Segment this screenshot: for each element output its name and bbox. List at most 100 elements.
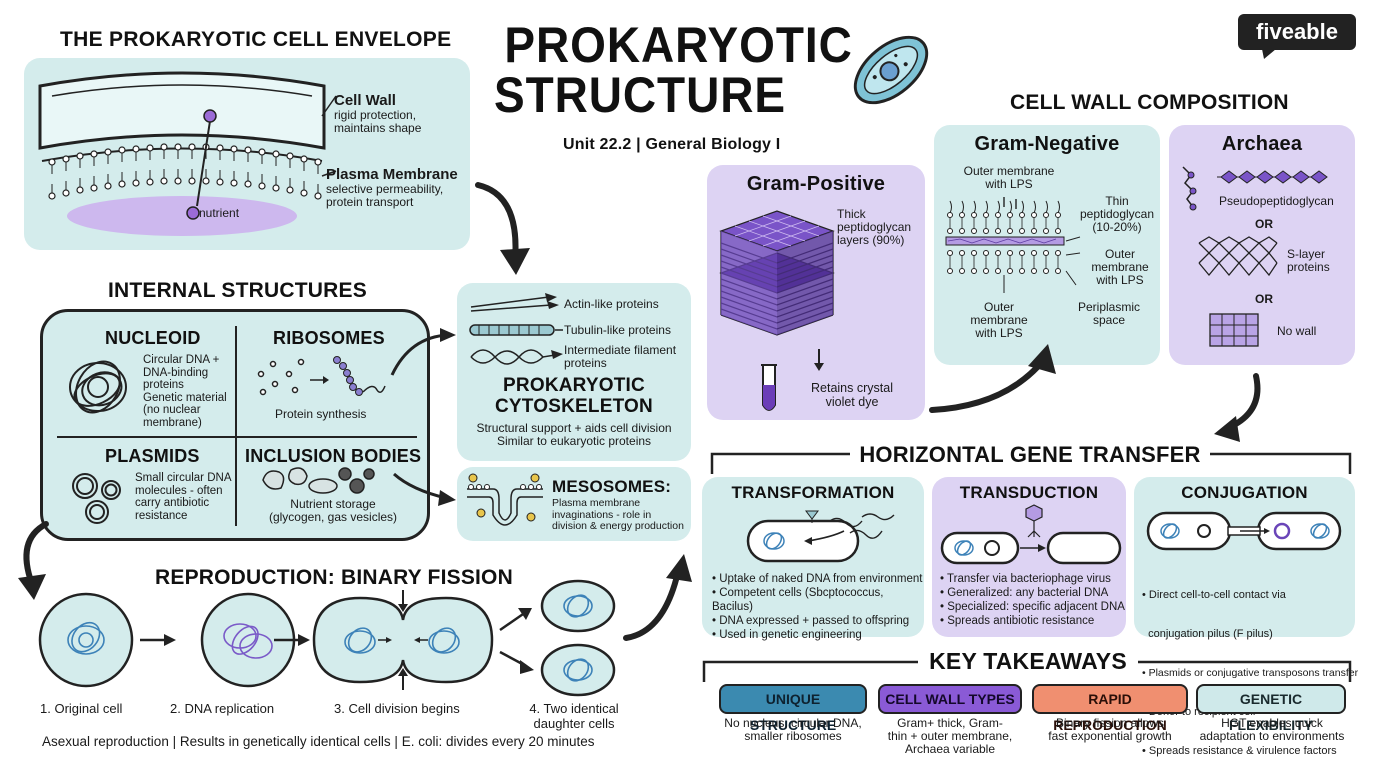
gram-negative-outer-bottom-line: with LPS — [975, 326, 1023, 340]
takeaway-desc-line: fast exponential growth — [1048, 729, 1172, 743]
nucleoid-line: DNA-binding — [143, 366, 209, 379]
gram-positive-retains-line: violet dye — [825, 395, 879, 409]
nucleoid-title: NUCLEOID — [105, 328, 201, 348]
transduction-bullet: • Spreads antibiotic resistance — [940, 615, 1095, 627]
mesosomes-panel: MESOSOMES: Plasma membrane invaginations… — [457, 467, 691, 541]
fission-step: 3. Cell division begins — [334, 701, 460, 716]
peptidoglycan-stack-icon — [719, 210, 835, 336]
nucleoid-line: Genetic material — [143, 391, 227, 404]
transduction-bullet: • Transfer via bacteriophage virus — [940, 573, 1111, 585]
plasmids-line: carry antibiotic — [135, 497, 210, 509]
conjugation-panel: CONJUGATION • Direct cell-to-cell contac… — [1134, 477, 1358, 757]
takeaway-pill-repro: RAPID REPRODUCTION — [1032, 684, 1188, 733]
mesosome-icon — [467, 473, 543, 526]
s-layer-icon — [1198, 236, 1278, 277]
reproduction-heading: REPRODUCTION: BINARY FISSION — [155, 566, 513, 589]
hgt-heading: HORIZONTAL GENE TRANSFER — [859, 442, 1201, 467]
membrane-label: Plasma Membrane selective permeability, … — [326, 166, 458, 209]
down-arrow-icon — [814, 349, 824, 371]
cytoskeleton-panel: Actin-like proteins Tubulin-like protein… — [457, 283, 691, 461]
takeaways-heading: KEY TAKEAWAYS — [929, 648, 1127, 674]
membrane-desc-1: selective permeability, — [326, 182, 444, 196]
arrow-icon — [393, 472, 456, 506]
takeaway-desc-unique: No nucleus, circular DNA, smaller riboso… — [710, 717, 876, 743]
archaea-title: Archaea — [1221, 133, 1303, 155]
archaea-nowall: No wall — [1277, 324, 1317, 338]
envelope-heading: THE PROKARYOTIC CELL ENVELOPE — [60, 28, 452, 51]
inclusion-line: (glycogen, gas vesicles) — [268, 510, 398, 524]
takeaway-desc-line: HGT enables quick — [1221, 716, 1323, 730]
logo-tail-icon — [1262, 49, 1276, 59]
takeaway-pill-genetic: GENETIC FLEXIBILITY — [1196, 684, 1346, 733]
gram-positive-panel: Gram-Positive Thick peptidoglycan layers… — [707, 165, 925, 420]
transduction-bullet: • Specialized: specific adjacent DNA — [940, 601, 1125, 613]
transformation-bullets: • Uptake of naked DNA from environment •… — [712, 572, 924, 642]
gram-negative-outer-top-line: Outer membrane — [963, 164, 1055, 178]
nucleoid-line: membrane) — [143, 416, 202, 429]
gram-negative-outer-bottom-line: membrane — [970, 313, 1028, 327]
cytoskeleton-desc-2: Similar to eukaryotic proteins — [496, 434, 652, 448]
pseudopeptidoglycan-icon — [1182, 166, 1328, 211]
transduction-icon — [940, 504, 1122, 565]
envelope-panel: nutrient Cell Wall rigid protection, mai… — [24, 58, 470, 250]
inclusion-line: Nutrient storage — [290, 497, 376, 511]
bacterium-icon — [853, 35, 929, 105]
takeaway-desc-line: Binary fission allows — [1055, 716, 1165, 730]
fiveable-logo[interactable]: fiveable — [1238, 14, 1356, 50]
conjugation-bullet: • Plasmids or conjugative transposons tr… — [1142, 667, 1359, 679]
fission-step: 2. DNA replication — [170, 701, 275, 716]
gram-negative-outer-top: Outer membrane with LPS — [944, 165, 1074, 191]
cytoskeleton-title: PROKARYOTIC CYTOSKELETON — [457, 375, 691, 417]
gram-negative-thin-line: (10-20%) — [1092, 220, 1142, 234]
gram-negative-membrane-icon — [945, 197, 1081, 293]
fission-step: 1. Original cell — [40, 701, 123, 716]
takeaway-desc-line: adaptation to environments — [1199, 729, 1345, 743]
plasmids-line: resistance — [135, 509, 188, 522]
transformation-title: TRANSFORMATION — [731, 483, 895, 502]
tubulin-icon — [469, 324, 563, 336]
membrane-desc-2: protein transport — [326, 195, 414, 209]
inclusion-desc: Nutrient storage (glycogen, gas vesicles… — [243, 498, 423, 524]
cell-wall-desc-1: rigid protection, — [334, 108, 417, 122]
fission-diagram — [38, 590, 534, 690]
gram-negative-thin-line: peptidoglycan — [1079, 207, 1155, 221]
internal-divider-h — [57, 436, 417, 438]
cytoskeleton-desc: Structural support + aids cell division … — [457, 422, 691, 448]
takeaway-desc-line: thin + outer membrane, — [887, 729, 1013, 743]
membrane-name: Plasma Membrane — [326, 166, 458, 183]
plasmids-icon — [72, 473, 121, 524]
takeaway-desc-line: Archaea variable — [904, 742, 996, 756]
transformation-bullet: • Uptake of naked DNA from environment — [712, 573, 923, 585]
title-line-2: STRUCTURE — [494, 67, 786, 123]
archaea-or-2: OR — [1255, 292, 1273, 306]
takeaway-desc-wall: Gram+ thick, Gram- thin + outer membrane… — [870, 717, 1030, 756]
gram-negative-outer-top-line: with LPS — [985, 177, 1033, 191]
nucleoid-icon — [69, 360, 127, 414]
takeaway-desc-genetic: HGT enables quick adaptation to environm… — [1190, 717, 1354, 743]
gram-negative-periplasmic: Periplasmic space — [1064, 301, 1154, 327]
cytoskeleton-title-2: CYTOSKELETON — [495, 396, 653, 417]
arrow-icon — [1214, 373, 1261, 442]
inclusion-title: INCLUSION BODIES — [245, 446, 422, 466]
internal-panel: NUCLEOID Circular DNA + DNA-binding prot… — [40, 309, 430, 541]
transformation-bullet: • Competent cells (Sbcptococcus, Bacilus… — [712, 587, 884, 613]
takeaway-desc-line: smaller ribosomes — [744, 729, 842, 743]
plasmids-desc: Small circular DNA molecules - often car… — [135, 472, 232, 522]
gram-negative-outer-right: Outer membrane with LPS — [1080, 248, 1160, 287]
takeaway-desc-line: No nucleus, circular DNA, — [724, 716, 862, 730]
arrow-icon — [390, 328, 456, 376]
plasmids-title: PLASMIDS — [105, 446, 200, 466]
gram-negative-outer-right-line: with LPS — [1096, 273, 1144, 287]
cytoskeleton-desc-1: Structural support + aids cell division — [476, 421, 672, 435]
gram-negative-outer-bottom-line: Outer — [983, 300, 1014, 314]
fission-step-line: 4. Two identical — [529, 701, 619, 716]
transformation-panel: TRANSFORMATION • Uptake of naked DNA fro… — [702, 477, 924, 641]
cytoskeleton-item: Tubulin-like proteins — [564, 323, 671, 337]
no-wall-icon — [1209, 313, 1259, 347]
takeaway-desc-repro: Binary fission allows fast exponential g… — [1030, 717, 1190, 743]
fission-step: 4. Two identical daughter cells — [516, 701, 632, 731]
mesosomes-line: division & energy production — [552, 520, 684, 532]
archaea-panel: Archaea Pseudopeptidoglycan OR S-layer p… — [1169, 125, 1355, 365]
gram-negative-panel: Gram-Negative Outer membrane with LPS Th… — [934, 125, 1160, 365]
wall-heading: CELL WALL COMPOSITION — [1010, 91, 1289, 114]
